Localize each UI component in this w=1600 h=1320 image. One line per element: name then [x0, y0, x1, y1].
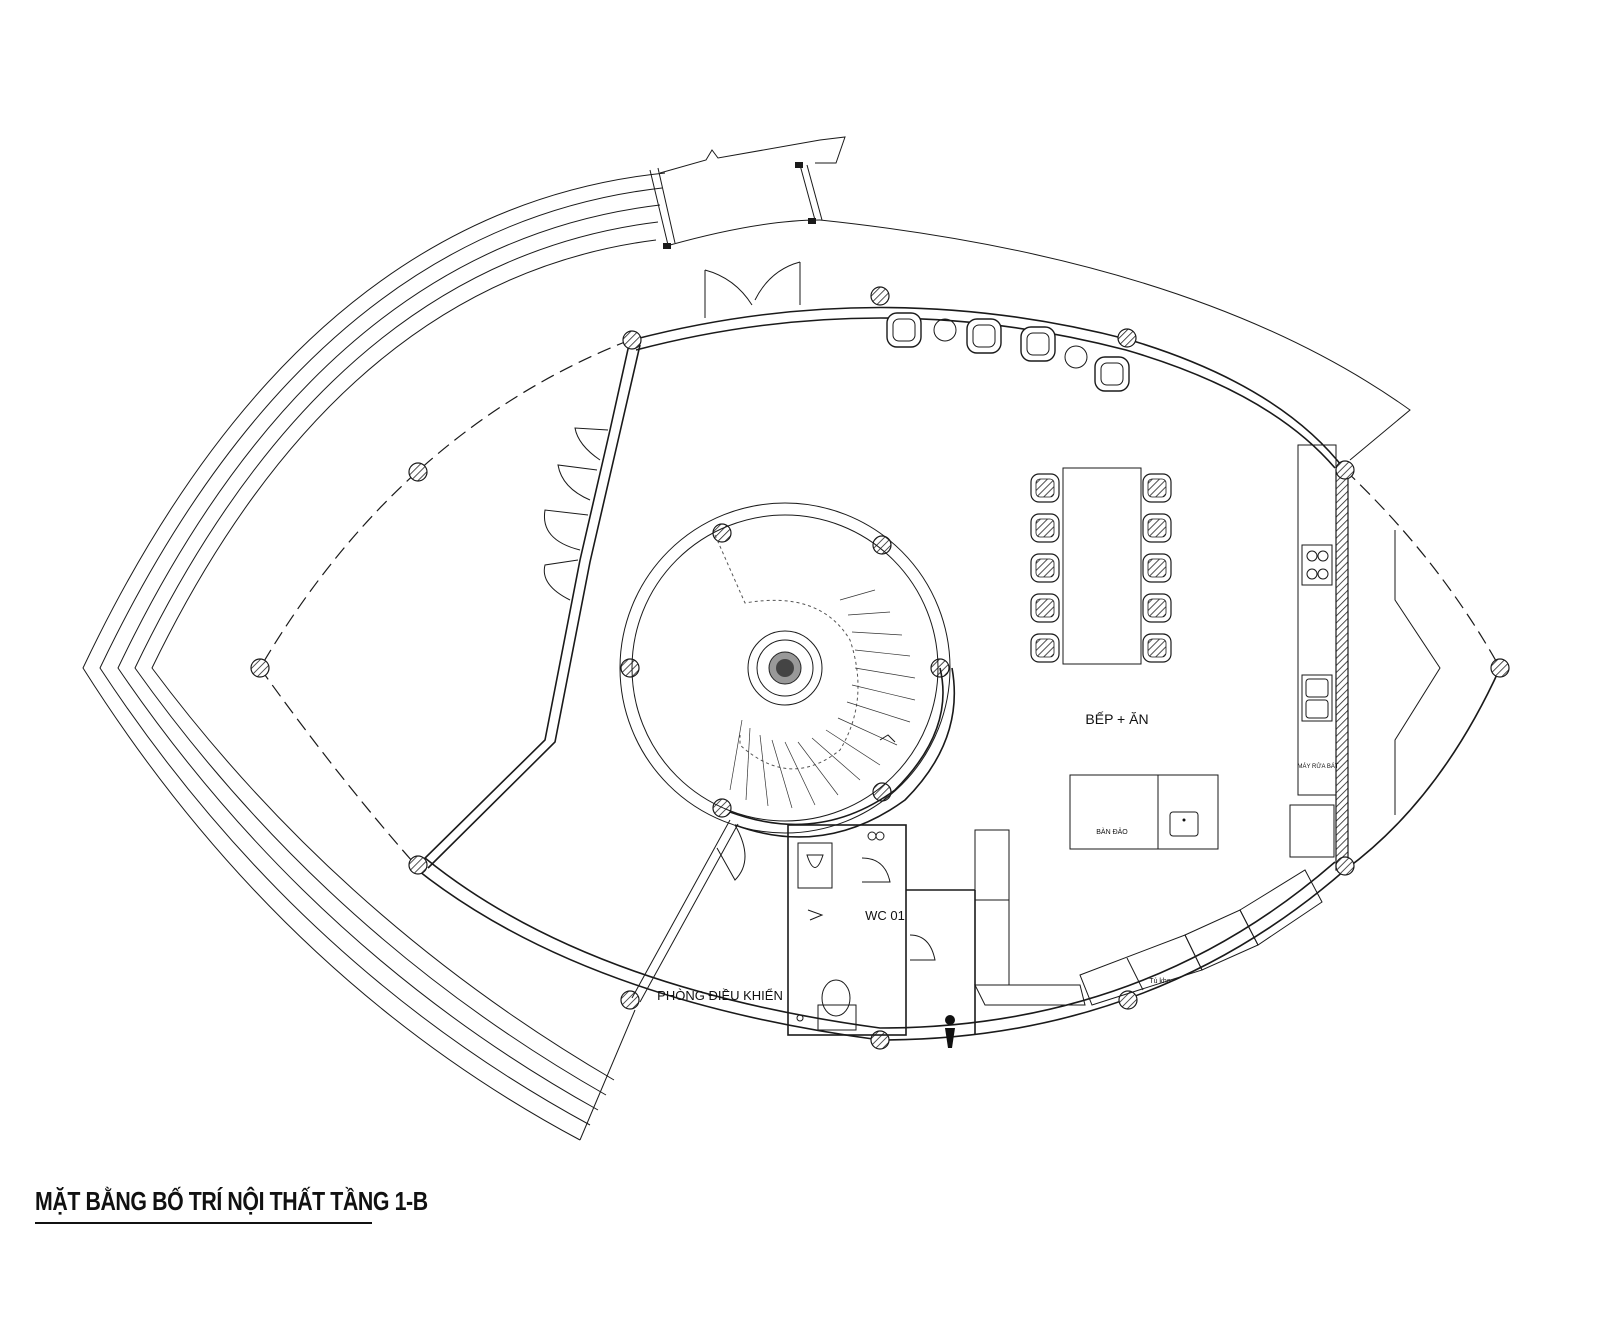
main-walls — [414, 306, 1501, 1041]
wc-room — [787, 824, 976, 1048]
entrance-door[interactable] — [704, 261, 801, 318]
right-terrace — [1394, 530, 1441, 815]
kitchen-counter — [1289, 444, 1337, 858]
spiral-staircase — [619, 502, 956, 838]
balcony-outline-dashed — [259, 339, 631, 871]
entrance-bridge — [649, 136, 1411, 461]
label-storage: Tủ kho — [1149, 977, 1171, 985]
drawing-title: MẶT BẰNG BỐ TRÍ NỘI THẤT TẦNG 1-B — [35, 1186, 428, 1216]
kitchen-island — [1069, 774, 1219, 850]
control-room-partition — [631, 819, 746, 1003]
label-kitchen-dining: BẾP + ĂN — [1085, 711, 1148, 727]
label-wc: WC 01 — [865, 908, 905, 923]
dining-chairs — [1030, 473, 1172, 663]
structural-columns — [250, 286, 1510, 1050]
dining-table — [1062, 467, 1142, 665]
left-glass-doors[interactable] — [543, 427, 609, 601]
bar-stools — [886, 312, 1130, 392]
label-island: BÀN ĐẢO — [1096, 827, 1128, 836]
title-underline — [35, 1222, 372, 1224]
balcony-outline-dashed-right — [1344, 469, 1501, 669]
label-dishwasher: MÁY RỬA BÁT — [1297, 763, 1338, 770]
label-control-room: PHÒNG ĐIỀU KHIỂN — [657, 988, 783, 1003]
outer-terrace-steps — [82, 172, 666, 1141]
